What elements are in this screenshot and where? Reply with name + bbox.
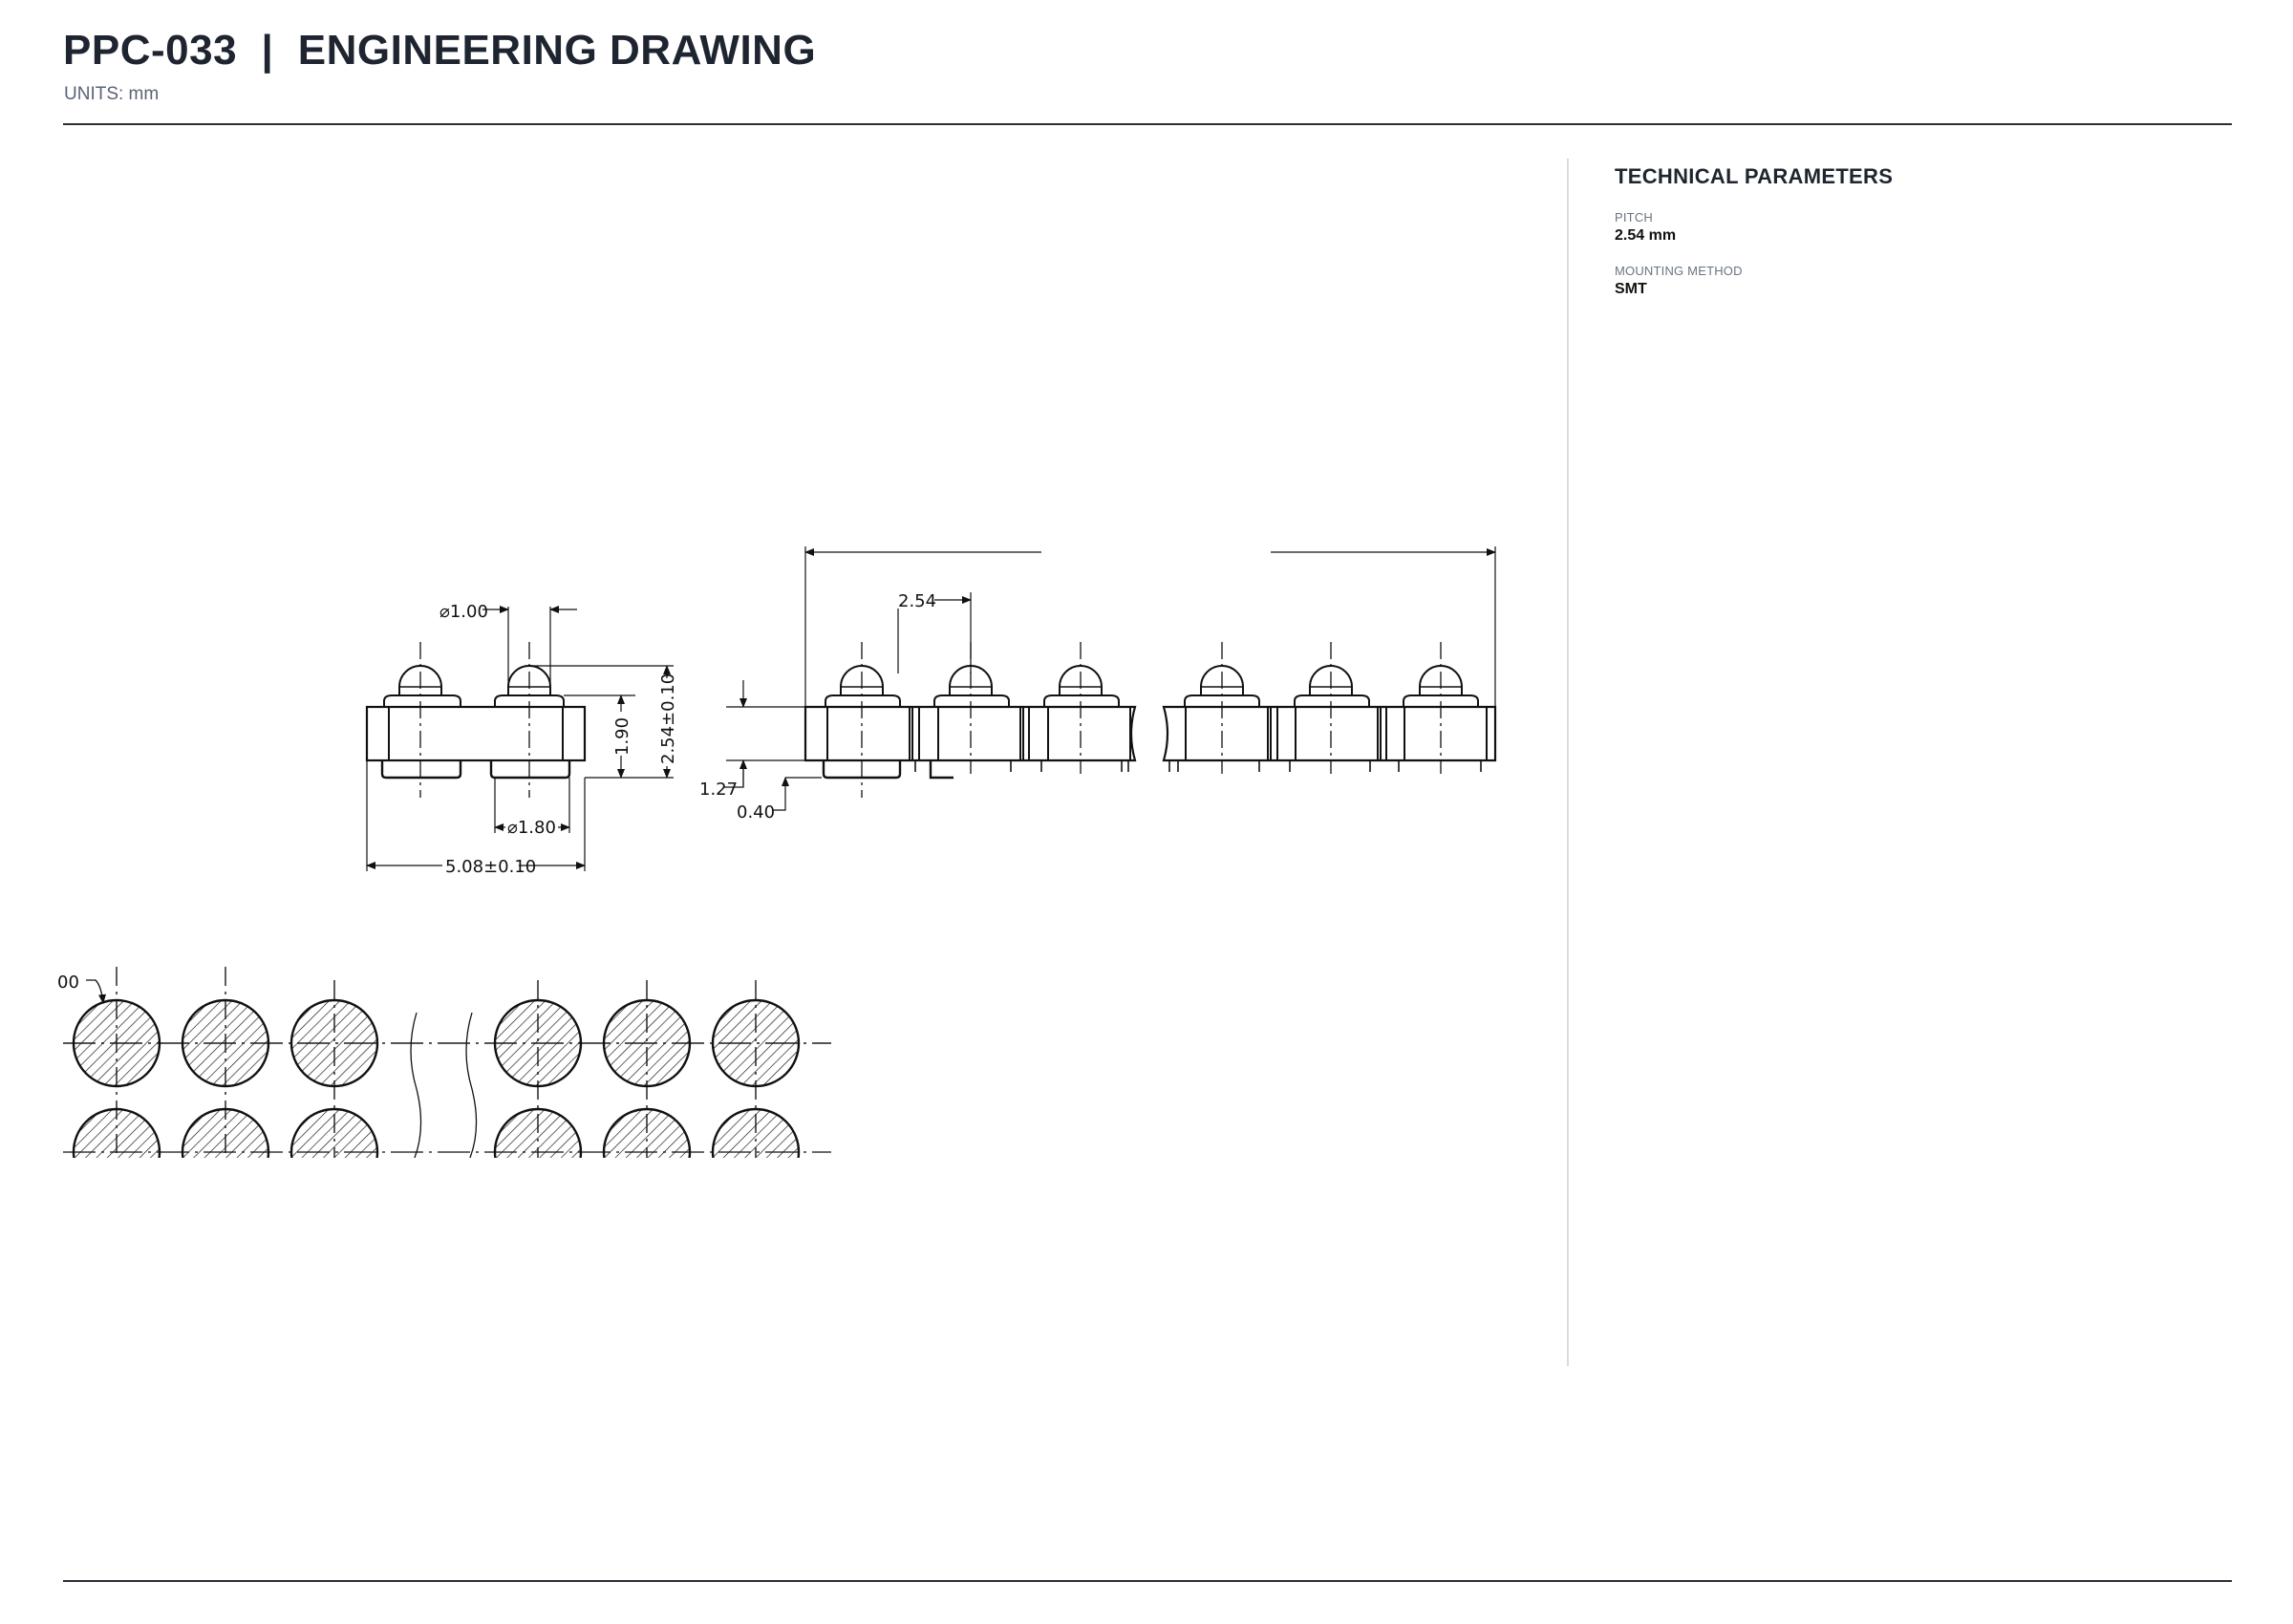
page-title: PPC-033 | ENGINEERING DRAWING — [63, 27, 817, 74]
parameter-pitch: PITCH 2.54 mm — [1615, 210, 2188, 245]
technical-parameters-panel: TECHNICAL PARAMETERS PITCH 2.54 mm MOUNT… — [1615, 164, 2188, 317]
pitch-label: 2.54 — [898, 591, 936, 611]
pcb-footprint-view: 00 — [57, 967, 831, 1158]
panel-divider — [1567, 159, 1569, 1366]
side-view-row: 2.54 — [699, 546, 1497, 823]
side-view-two-pin: ⌀1.00 ⌀1.80 5.08±0.10 1.90 2.54±0.10 — [365, 602, 678, 877]
lead-offset-label: 0.40 — [737, 802, 775, 823]
pad-diameter-label: ⌀1.80 — [507, 818, 556, 838]
engineering-drawing: ⌀1.00 ⌀1.80 5.08±0.10 1.90 2.54±0.10 — [57, 143, 1562, 1385]
parameter-mounting-method: MOUNTING METHOD SMT — [1615, 264, 2188, 298]
parameter-label: MOUNTING METHOD — [1615, 264, 1743, 278]
parameter-label: PITCH — [1615, 210, 1653, 224]
standoff-label: 1.27 — [699, 780, 738, 800]
header-rule — [63, 123, 2232, 125]
parameter-value: 2.54 mm — [1615, 227, 1677, 244]
overall-width-label: 5.08±0.10 — [445, 857, 536, 877]
overall-height-label: 2.54±0.10 — [658, 673, 678, 764]
parameters-heading: TECHNICAL PARAMETERS — [1615, 164, 1894, 188]
pin-diameter-label: ⌀1.00 — [439, 602, 488, 622]
body-height-label: 1.90 — [612, 717, 632, 756]
footprint-callout-label: 00 — [57, 972, 79, 993]
parameter-value: SMT — [1615, 281, 1647, 297]
units-label: UNITS: mm — [64, 84, 160, 104]
footer-rule — [63, 1580, 2232, 1582]
